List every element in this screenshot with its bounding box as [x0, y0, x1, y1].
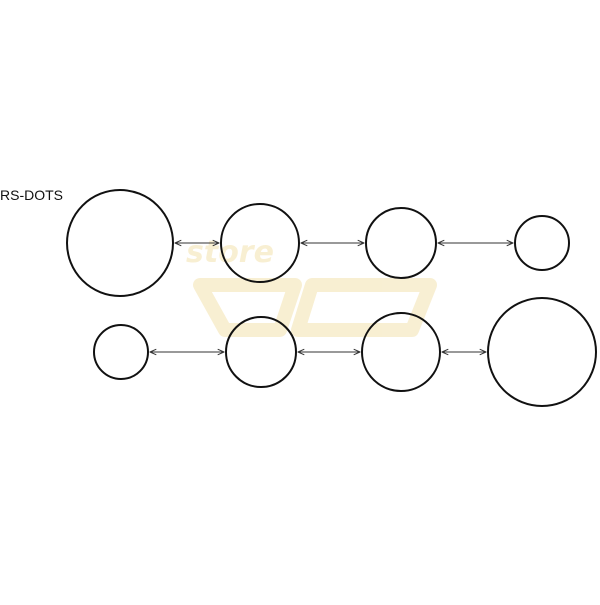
diagram-title: RS-DOTS: [0, 187, 63, 203]
dot-top-4: [514, 215, 570, 271]
dot-bottom-1: [93, 324, 149, 380]
dot-top-3: [365, 207, 437, 279]
dot-top-1: [66, 189, 174, 297]
watermark-logo: store: [186, 235, 437, 337]
watermark-text: store: [186, 235, 274, 270]
watermark-mark: [193, 278, 437, 337]
dot-bottom-4: [487, 297, 597, 407]
dot-bottom-2: [225, 316, 297, 388]
dot-bottom-3: [361, 312, 441, 392]
dot-top-2: [220, 203, 300, 283]
